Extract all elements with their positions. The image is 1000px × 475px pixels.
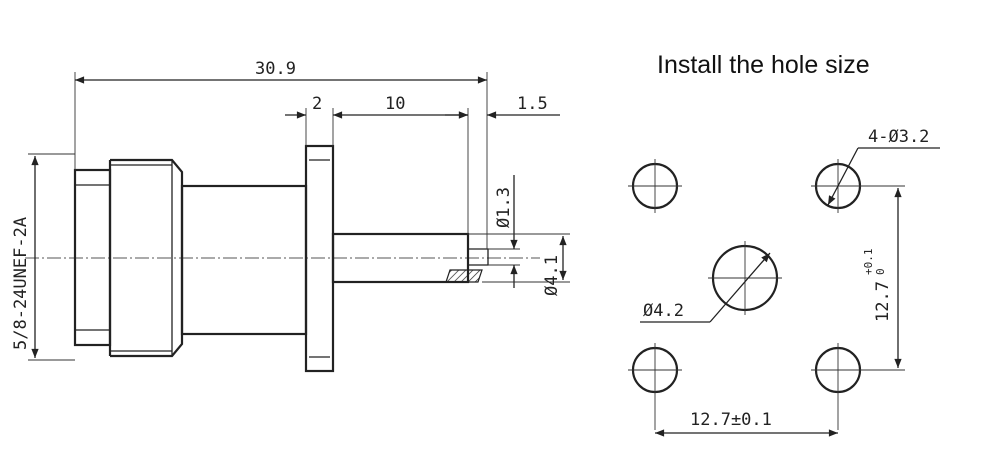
- dim-horizontal-spacing: 12.7±0.1: [655, 410, 838, 437]
- center-hole-label: Ø4.2: [643, 301, 684, 321]
- vertical-tol-upper-label: +0.1: [862, 249, 875, 276]
- insulator-diameter-label: Ø4.1: [542, 255, 562, 296]
- hole-bottom-left: [628, 343, 682, 430]
- pin-diameter-label: Ø1.3: [494, 187, 514, 228]
- mounting-flange: [304, 144, 335, 373]
- hole-top-left: [628, 159, 682, 213]
- dim-overall-length: 30.9: [74, 59, 488, 249]
- horizontal-spacing-label: 12.7±0.1: [690, 410, 772, 430]
- hole-center: [708, 241, 782, 315]
- dim-insulator-diameter: Ø4.1: [468, 233, 570, 296]
- dim-center-hole: Ø4.2: [640, 252, 771, 323]
- tip-offset-label: 1.5: [517, 94, 548, 114]
- connector-side-view: 30.9 2 10 1.5 Ø1.3: [11, 59, 570, 373]
- vertical-spacing-label: 12.7: [873, 281, 893, 322]
- dim-mount-holes: 4-Ø3.2: [827, 127, 940, 206]
- dim-thread: 5/8-24UNEF-2A: [11, 153, 75, 361]
- center-pin: [445, 248, 489, 283]
- mount-holes-label: 4-Ø3.2: [868, 127, 929, 147]
- pin-length-label: 10: [385, 94, 405, 114]
- vertical-tol-lower-label: 0: [874, 268, 887, 275]
- thread-label: 5/8-24UNEF-2A: [11, 217, 31, 350]
- dim-pin-diameter: Ø1.3: [488, 175, 520, 288]
- connector-barrel: [180, 184, 308, 336]
- dim-vertical-spacing: 12.7 +0.1 0: [862, 185, 905, 371]
- dim-flange-thickness: 2: [285, 94, 334, 146]
- dim-tip-offset: 1.5: [445, 94, 560, 119]
- overall-length-label: 30.9: [255, 59, 296, 79]
- insulator: [331, 232, 470, 284]
- hole-bottom-right: [811, 343, 865, 430]
- hole-pattern-title: Install the hole size: [657, 51, 870, 79]
- mounting-hole-pattern: Install the hole size 4-Ø3.2: [628, 51, 940, 437]
- flange-thickness-label: 2: [312, 94, 322, 114]
